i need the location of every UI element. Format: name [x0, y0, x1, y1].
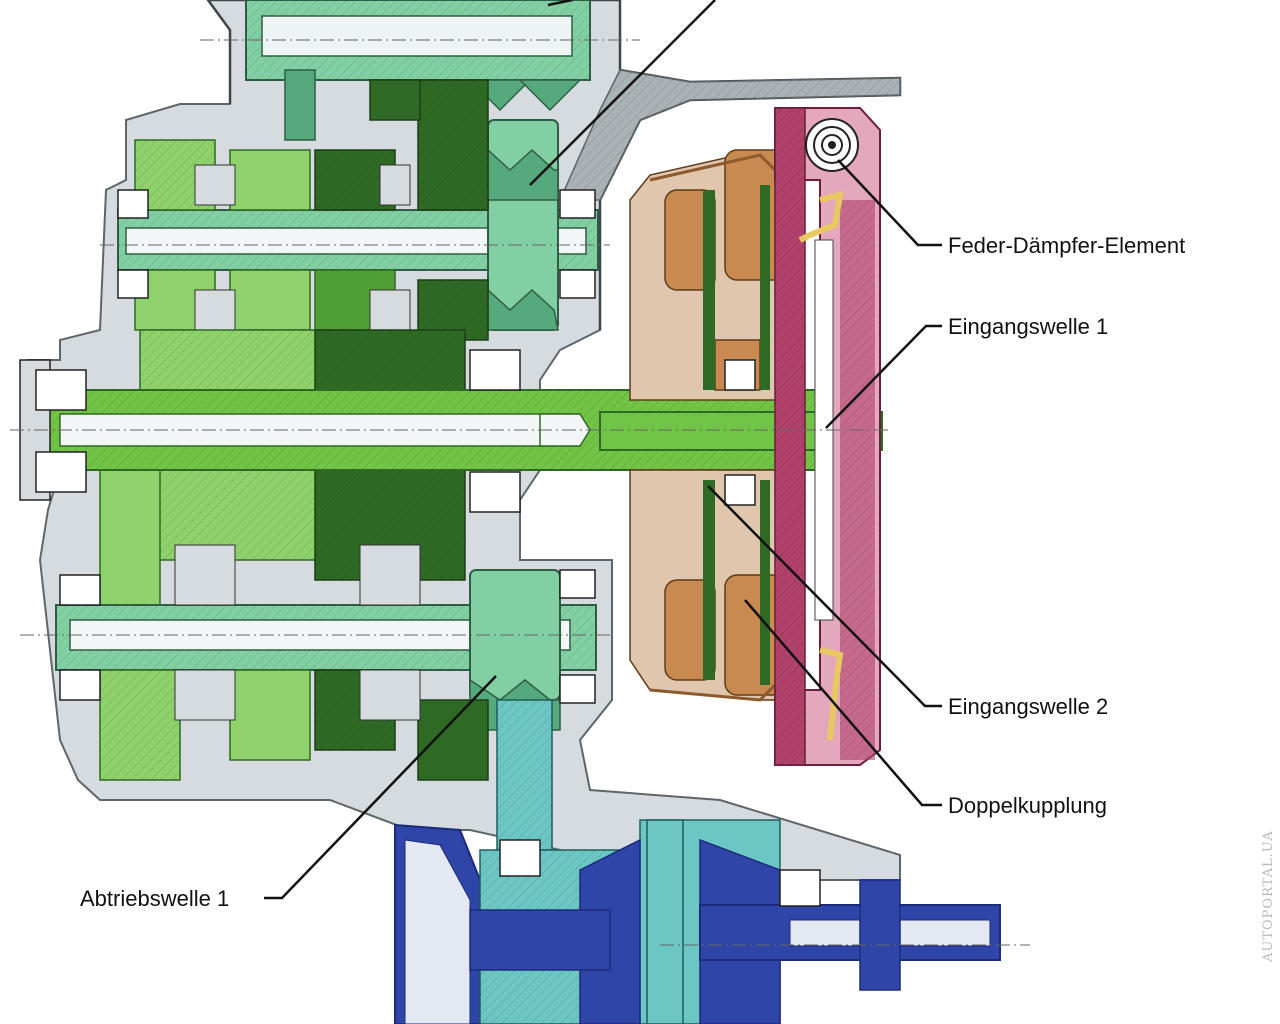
label-eingangswelle-2: Eingangswelle 2 [948, 694, 1108, 719]
leader-line-top-1 [529, 0, 716, 186]
label-feder-daempfer-element: Feder-Dämpfer-Element [948, 233, 1185, 258]
label-doppelkupplung: Doppelkupplung [948, 793, 1107, 818]
leader-line-eingang2 [707, 485, 942, 708]
leader-line-feder [837, 159, 942, 247]
leader-line-top-2 [547, 0, 573, 7]
watermark: AUTOPORTAL.UA [1261, 830, 1276, 963]
label-abtriebswelle-1: Abtriebswelle 1 [80, 886, 229, 911]
leader-line-doppel [744, 599, 942, 807]
label-eingangswelle-1: Eingangswelle 1 [948, 314, 1108, 339]
leader-lines [264, 0, 942, 900]
center-lines [10, 39, 1030, 946]
leader-line-eingang1 [825, 324, 942, 429]
dual-mass-flywheel [774, 107, 881, 766]
differential-assembly [394, 699, 1001, 1024]
second-shaft-assembly [117, 79, 599, 341]
leader-line-abtrieb [264, 675, 497, 900]
